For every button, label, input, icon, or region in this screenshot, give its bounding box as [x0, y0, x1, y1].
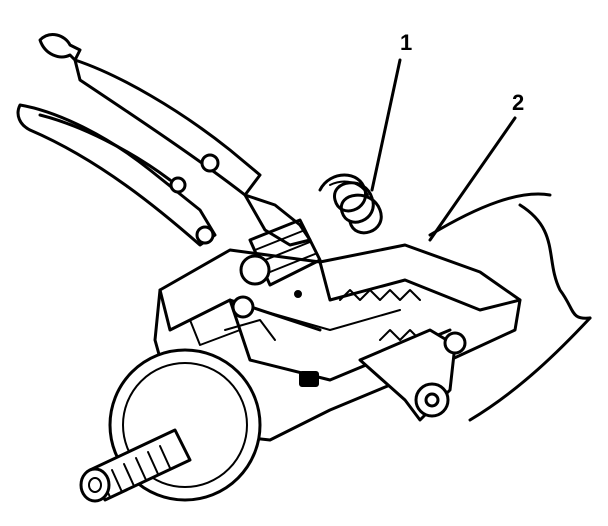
- spring: [318, 173, 383, 235]
- splined-shaft: [79, 428, 192, 503]
- worm-gear: [239, 218, 322, 298]
- bracket: [224, 295, 276, 341]
- callout-1: 1: [370, 30, 412, 192]
- callout-2: 2: [428, 90, 524, 242]
- callout-2-label: 2: [512, 90, 524, 115]
- lever-arm: [358, 328, 467, 422]
- locking-pliers: [16, 33, 312, 247]
- gear-rack: [299, 289, 421, 387]
- column-tube: [428, 192, 592, 422]
- callout-1-label: 1: [400, 30, 412, 55]
